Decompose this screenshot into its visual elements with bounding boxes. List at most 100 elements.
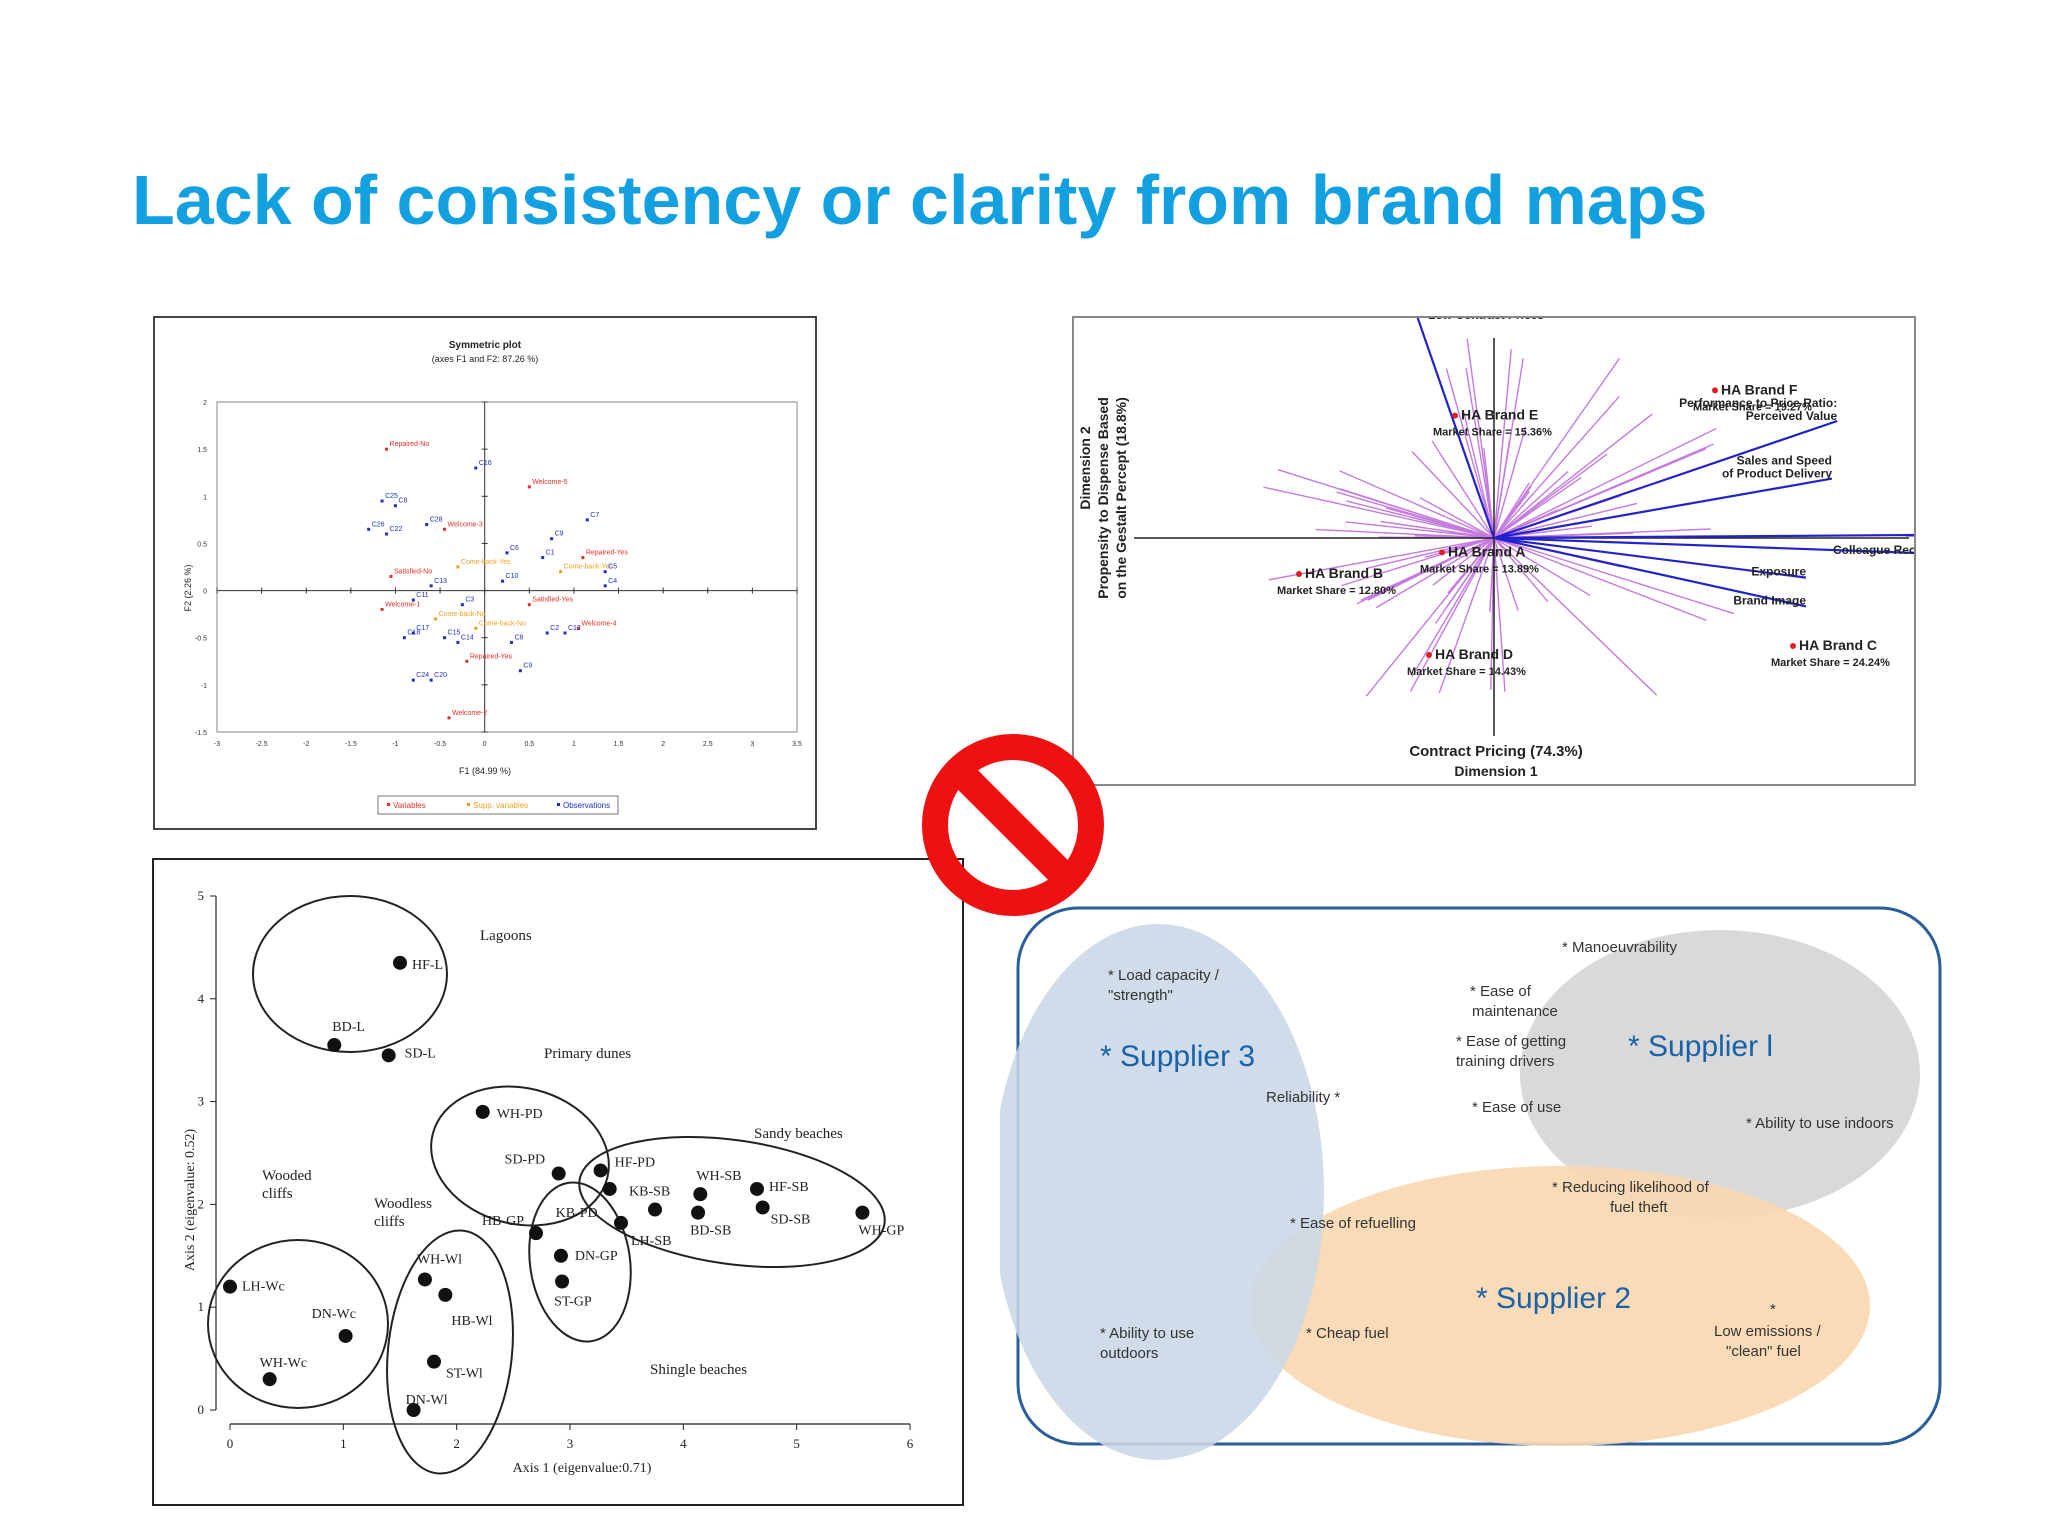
chart1-xlabel: F1 (84.99 %) xyxy=(459,766,511,776)
chart1-xtick-label: 2 xyxy=(661,741,665,748)
chart1-point-label: C22 xyxy=(390,526,403,533)
venn-item-fuel-theft-2: fuel theft xyxy=(1610,1199,1668,1216)
chart1-legend-label: Observations xyxy=(563,801,610,810)
chart1-point-label: Satisfied-No xyxy=(394,568,432,575)
chart3-point xyxy=(691,1205,706,1220)
chart3-point xyxy=(693,1187,708,1202)
chart1-point-label: Welcome-3 xyxy=(448,521,483,528)
group-label-woodless-cliffs-2: cliffs xyxy=(374,1214,405,1230)
chart1-point-label: Welcome-2 xyxy=(452,710,487,717)
chart1-point-label: Repaired-No xyxy=(390,441,430,448)
venn-item-cheap-fuel: * Cheap fuel xyxy=(1306,1325,1389,1342)
chart1-ytick-label: 2 xyxy=(203,400,207,407)
chart3-xtick-label: 2 xyxy=(453,1436,460,1451)
chart3-point-label: HB-Wl xyxy=(451,1314,492,1329)
chart3-ytick-label: 5 xyxy=(198,888,205,903)
chart2-brand-share: Market Share = 19.27% xyxy=(1693,401,1812,413)
venn-item-training-2: training drivers xyxy=(1456,1053,1554,1070)
chart1-point-label: C9 xyxy=(555,531,564,538)
chart2-attribute-vector xyxy=(1493,419,1838,540)
chart1-point xyxy=(505,551,509,555)
chart1-point xyxy=(585,518,589,522)
chart1-point xyxy=(429,678,433,682)
chart2-fan-line xyxy=(1493,537,1519,611)
chart1-point-label: Welcome-1 xyxy=(385,601,420,608)
chart1-point-label: C26 xyxy=(372,521,385,528)
chart2-fan-line xyxy=(1409,537,1495,692)
chart2-attribute-vector xyxy=(1493,477,1833,540)
chart1-point xyxy=(545,631,549,635)
chart2-xlabel: Contract Pricing (74.3%) xyxy=(1409,743,1582,760)
chart3-point xyxy=(555,1274,570,1289)
chart1-xtick-label: -0.5 xyxy=(434,741,446,748)
chart2-fan-line xyxy=(1268,537,1495,581)
chart1-point-label: C14 xyxy=(461,634,474,641)
group-label-wooded-cliffs-1: Wooded xyxy=(262,1168,312,1184)
chart2-fan-line xyxy=(1493,470,1569,539)
chart2-brand-point xyxy=(1790,643,1796,649)
chart1-point-label: C25 xyxy=(385,493,398,500)
chart1-xtick-label: 2.5 xyxy=(703,741,713,748)
chart2-brand-share: Market Share = 13.89% xyxy=(1420,563,1539,575)
chart3-point xyxy=(381,1048,396,1063)
primary-dunes-ellipse xyxy=(430,1085,610,1227)
chart1-point-label: C8 xyxy=(398,498,407,505)
chart3-point-label: SD-SB xyxy=(771,1212,811,1227)
chart1-point-label: C24 xyxy=(416,672,429,679)
chart2-fan-line xyxy=(1493,439,1511,539)
wooded-cliffs-ellipse xyxy=(207,1239,389,1409)
chart2-brand-label: HA Brand A xyxy=(1448,543,1526,559)
chart1-point xyxy=(527,603,531,607)
chart2-fan-line xyxy=(1493,528,1711,539)
chart2-fan-line xyxy=(1493,427,1717,539)
chart1-point-label: C7 xyxy=(590,512,599,519)
chart1-ytick-label: 0.5 xyxy=(197,541,207,548)
chart1-xtick-label: 1 xyxy=(572,741,576,748)
chart1-point-label: C28 xyxy=(430,517,443,524)
chart2-attribute-vector xyxy=(1493,536,1807,579)
venn-item-fuel-theft: * Reducing likelihood of xyxy=(1552,1179,1710,1196)
chart2-fan-line xyxy=(1345,521,1495,539)
chart1-ytick-label: -0.5 xyxy=(195,636,207,643)
chart3-point xyxy=(475,1104,490,1119)
chart2-brand-label: HA Brand C xyxy=(1799,637,1877,653)
chart2-fan-line xyxy=(1493,349,1512,539)
chart1-point xyxy=(460,603,464,607)
chart1-legend-marker xyxy=(387,803,390,806)
chart1-point-label: Come-back-No xyxy=(439,611,486,618)
chart2-attribute-label: Sales and Speed xyxy=(1737,454,1832,468)
venn-item-load-capacity-2: "strength" xyxy=(1108,987,1173,1004)
chart1-point xyxy=(402,636,406,640)
venn-item-low-emissions-2: "clean" fuel xyxy=(1726,1343,1801,1360)
biplot-panel: Low Contract PricesPerformance to Price … xyxy=(1072,308,2001,786)
chart2-fan-line xyxy=(1277,468,1495,539)
chart1-point-label: C10 xyxy=(506,573,519,580)
chart2-brand-share: Market Share = 24.24% xyxy=(1771,657,1890,669)
chart3-point xyxy=(648,1202,662,1217)
chart2-fan-line xyxy=(1493,537,1735,615)
chart2-fan-line xyxy=(1411,537,1495,678)
slide-title: Lack of consistency or clarity from bran… xyxy=(132,161,1708,239)
chart2-fan-line xyxy=(1346,500,1495,539)
chart3-xtick-label: 5 xyxy=(793,1436,800,1451)
chart3-point xyxy=(406,1403,421,1417)
chart2-fan-line xyxy=(1356,537,1495,605)
chart3-point-label: WH-Wc xyxy=(260,1356,307,1371)
chart1-point-label: C8 xyxy=(514,634,523,641)
chart1-point-label: C12 xyxy=(568,625,581,632)
chart1-point-label: Repaired-Yes xyxy=(586,550,629,557)
chart1-ytick-label: 1.5 xyxy=(197,447,207,454)
chart2-attribute-label2: of Product Delivery xyxy=(1722,467,1832,481)
chart3-point-label: HF-L xyxy=(412,958,443,973)
chart1-point xyxy=(367,527,371,531)
chart3-point-label: HF-SB xyxy=(769,1180,809,1195)
chart1-subtitle: (axes F1 and F2: 87.26 %) xyxy=(432,354,539,364)
chart1-point-label: C11 xyxy=(416,592,428,599)
chart1-point xyxy=(429,584,433,588)
chart3-point-label: DN-Wc xyxy=(312,1307,356,1322)
chart1-point xyxy=(518,669,522,673)
chart3-point-label: LH-SB xyxy=(631,1234,671,1249)
chart1-point-label: C17 xyxy=(416,625,429,632)
